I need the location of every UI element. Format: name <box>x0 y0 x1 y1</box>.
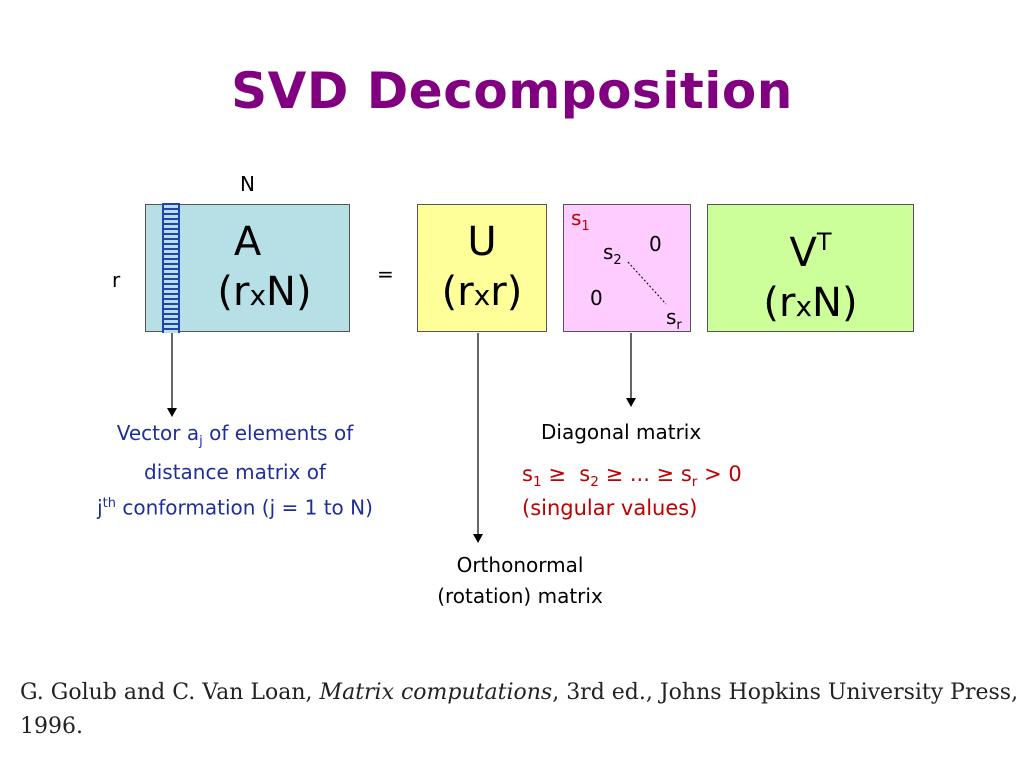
matrix-u-dims: (rxr) <box>418 267 546 321</box>
vector-caption-l1-pre: Vector a <box>116 421 200 445</box>
matrix-u-dims-x: x <box>473 279 491 312</box>
page-title: SVD Decomposition <box>231 62 793 120</box>
ineq-ge2: ≥ ... ≥ <box>598 462 681 486</box>
singular-values-inequality: s1 ≥ s2 ≥ ... ≥ sr > 0 <box>522 462 742 490</box>
ineq-sr-sub: r <box>691 474 698 491</box>
matrix-a-dims-x: x <box>249 279 267 312</box>
ineq-sr: s <box>680 462 692 486</box>
vector-caption-l1-sub: j <box>199 434 203 449</box>
matrix-a-dims: (rxN) <box>146 267 349 321</box>
label-r: r <box>112 268 121 292</box>
matrix-v-dims-open: (r <box>763 280 796 326</box>
diag-zero-bottom: 0 <box>590 286 603 310</box>
vector-arrowhead <box>167 408 177 417</box>
vector-caption-l3-pre: j <box>97 495 103 520</box>
orthonormal-arrowhead <box>473 534 483 543</box>
ineq-s2: s <box>579 462 591 486</box>
diag-sr-letter: s <box>666 305 677 329</box>
matrix-a-name: A <box>233 219 262 265</box>
matrix-u-dims-open: (r <box>441 269 474 315</box>
diag-sr-sub: r <box>676 318 682 333</box>
matrix-v-dims-close: N) <box>812 280 858 326</box>
citation-pre: G. Golub and C. Van Loan, <box>20 680 320 705</box>
matrix-s-box <box>563 204 691 332</box>
matrix-v-name: VT <box>708 217 913 278</box>
matrix-v-dims-x: x <box>795 290 813 323</box>
vector-caption-l1-post: of elements of <box>202 421 354 445</box>
diag-s1: s1 <box>571 206 590 234</box>
matrix-a-dims-close: N) <box>266 269 312 315</box>
diag-zero-top: 0 <box>649 232 662 256</box>
diagonal-dotted-line <box>627 261 667 305</box>
diag-s2-letter: s <box>603 240 614 264</box>
matrix-v-letter: V <box>789 230 817 276</box>
citation-line1: G. Golub and C. Van Loan, Matrix computa… <box>20 676 1020 710</box>
singular-values-label: (singular values) <box>522 496 698 520</box>
equals-sign: = <box>377 262 394 286</box>
citation-post: , 3rd ed., Johns Hopkins University Pres… <box>552 680 1019 705</box>
orthonormal-caption-line2: (rotation) matrix <box>437 584 603 608</box>
vector-caption: Vector aj of elements of distance matrix… <box>40 418 430 524</box>
matrix-a-box: A (rxN) <box>145 204 350 332</box>
matrix-v-box: VT (rxN) <box>707 204 914 332</box>
citation-book: Matrix computations <box>319 680 553 705</box>
vector-caption-line3: jth conformation (j = 1 to N) <box>40 488 430 524</box>
citation-year: 1996. <box>20 714 83 739</box>
vector-caption-l3-sup: th <box>102 496 116 511</box>
diagonal-caption-line1: Diagonal matrix <box>541 420 702 444</box>
vector-caption-line1: Vector aj of elements of <box>40 418 430 457</box>
diagonal-arrowhead <box>626 398 636 407</box>
ineq-s1-sub: 1 <box>532 474 542 491</box>
matrix-a-dims-open: (r <box>217 269 250 315</box>
diag-s1-letter: s <box>571 206 582 230</box>
matrix-u-dims-close: r) <box>490 269 523 315</box>
diag-s1-sub: 1 <box>581 219 590 234</box>
matrix-u-box: U (rxr) <box>417 204 547 332</box>
orthonormal-caption-line1: Orthonormal <box>456 553 584 577</box>
ineq-s2-sub: 2 <box>590 474 599 491</box>
matrix-v-dims: (rxN) <box>708 278 913 332</box>
citation: G. Golub and C. Van Loan, Matrix computa… <box>20 676 1020 744</box>
vector-caption-l3-post: conformation (j = 1 to N) <box>115 495 373 520</box>
diag-s2-sub: 2 <box>613 253 622 268</box>
matrix-u-name: U <box>467 219 497 265</box>
diag-sr: sr <box>666 305 682 333</box>
column-vector-strip <box>162 203 180 333</box>
matrix-v-sup: T <box>816 228 832 256</box>
label-n: N <box>240 172 255 196</box>
orthonormal-caption: Orthonormal (rotation) matrix <box>400 550 640 612</box>
ineq-ge1: ≥ <box>541 462 580 486</box>
ineq-gt: > 0 <box>697 462 742 486</box>
vector-caption-line2: distance matrix of <box>144 460 326 484</box>
diag-s2: s2 <box>603 240 622 268</box>
ineq-s1: s <box>522 462 533 486</box>
